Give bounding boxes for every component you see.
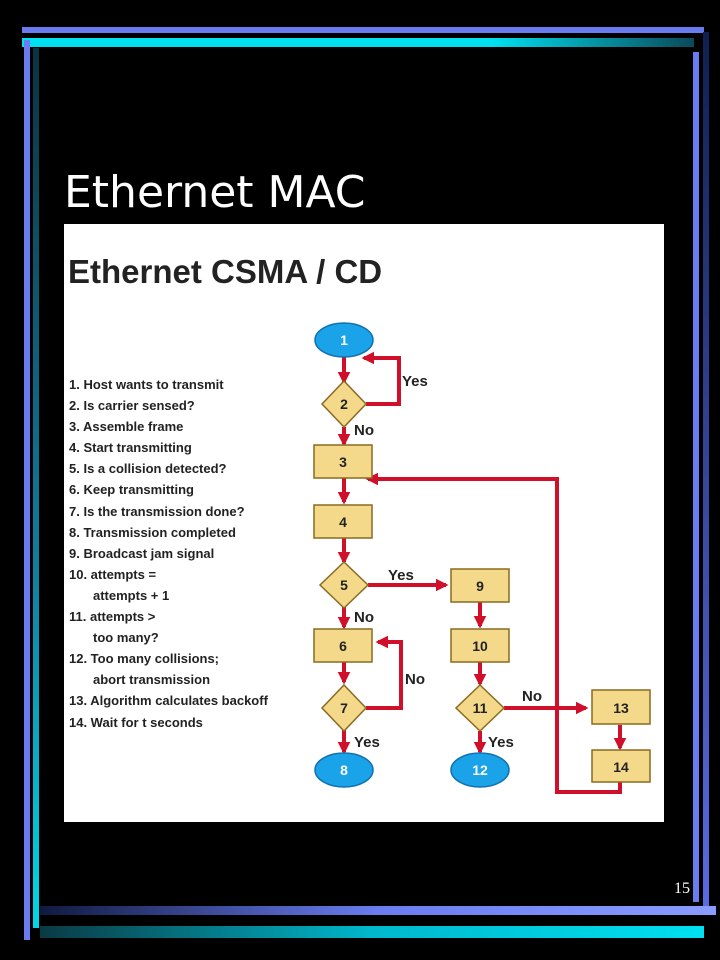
node-7: 7 bbox=[320, 683, 368, 733]
node-8: 8 bbox=[314, 752, 374, 788]
step-item: 6. Keep transmitting bbox=[69, 482, 194, 498]
left-accent-bar bbox=[33, 48, 39, 928]
step-item: 11. attempts >too many? bbox=[69, 609, 159, 646]
label-no-5: No bbox=[354, 609, 374, 626]
svg-text:12: 12 bbox=[472, 762, 488, 778]
top-frame-bar bbox=[22, 27, 704, 33]
step-item: 7. Is the transmission done? bbox=[69, 503, 245, 519]
node-4: 4 bbox=[313, 504, 373, 539]
left-frame-bar bbox=[24, 40, 30, 940]
svg-text:6: 6 bbox=[339, 638, 347, 654]
node-3: 3 bbox=[313, 444, 373, 479]
label-yes-2: Yes bbox=[402, 373, 428, 390]
step-item: 4. Start transmitting bbox=[69, 440, 192, 456]
slide-title: Ethernet MAC bbox=[64, 167, 366, 218]
svg-text:4: 4 bbox=[339, 514, 347, 530]
step-item: 1. Host wants to transmit bbox=[69, 377, 224, 392]
svg-text:3: 3 bbox=[339, 454, 347, 470]
bottom-frame-bar bbox=[40, 906, 716, 915]
label-yes-5: Yes bbox=[388, 567, 414, 584]
step-item: 3. Assemble frame bbox=[69, 419, 184, 435]
node-5: 5 bbox=[318, 560, 370, 610]
node-14: 14 bbox=[591, 749, 651, 783]
step-list: 1. Host wants to transmit 2. Is carrier … bbox=[69, 374, 268, 733]
node-2: 2 bbox=[320, 379, 368, 429]
step-item: 5. Is a collision detected? bbox=[69, 461, 227, 477]
label-yes-11: Yes bbox=[488, 734, 514, 751]
node-1: 1 bbox=[314, 322, 374, 358]
svg-text:7: 7 bbox=[340, 700, 348, 716]
svg-text:10: 10 bbox=[472, 638, 488, 654]
label-no-11: No bbox=[522, 688, 542, 705]
step-item: 9. Broadcast jam signal bbox=[69, 545, 215, 561]
right-frame-bar bbox=[693, 52, 699, 902]
flowchart: 1 8 12 2 5 7 11 3 bbox=[313, 322, 651, 794]
step-item: 8. Transmission completed bbox=[69, 524, 236, 540]
step-item: 13. Algorithm calculates backoff bbox=[69, 693, 268, 709]
node-11: 11 bbox=[454, 683, 506, 733]
node-10: 10 bbox=[450, 628, 510, 663]
arrow-7-no-loop bbox=[366, 635, 403, 710]
csma-cd-figure: Ethernet CSMA / CD 1. Host wants to tran… bbox=[64, 224, 664, 822]
label-yes-7: Yes bbox=[354, 734, 380, 751]
top-accent-bar bbox=[22, 38, 694, 47]
svg-text:2: 2 bbox=[340, 396, 348, 412]
step-item: 14. Wait for t seconds bbox=[69, 714, 203, 730]
node-6: 6 bbox=[313, 628, 373, 663]
label-no-2: No bbox=[354, 422, 374, 439]
node-9: 9 bbox=[450, 568, 510, 603]
bottom-accent-bar bbox=[40, 926, 704, 938]
node-12: 12 bbox=[450, 752, 510, 788]
figure-title: Ethernet CSMA / CD bbox=[68, 253, 383, 290]
page-number: 15 bbox=[674, 880, 690, 897]
step-item: 12. Too many collisions;abort transmissi… bbox=[69, 651, 220, 688]
node-13: 13 bbox=[591, 689, 651, 725]
svg-text:11: 11 bbox=[473, 700, 488, 716]
right-accent-bar bbox=[703, 32, 709, 912]
label-no-7: No bbox=[405, 671, 425, 688]
flow-arrows bbox=[337, 351, 627, 794]
arrow-14-to-3 bbox=[365, 472, 622, 794]
svg-text:13: 13 bbox=[613, 700, 629, 716]
svg-text:8: 8 bbox=[340, 762, 348, 778]
svg-text:1: 1 bbox=[340, 332, 348, 348]
svg-text:14: 14 bbox=[613, 759, 629, 775]
svg-text:5: 5 bbox=[340, 577, 348, 593]
step-item: 2. Is carrier sensed? bbox=[69, 398, 195, 414]
step-item: 10. attempts =attempts + 1 bbox=[69, 566, 170, 603]
svg-text:9: 9 bbox=[476, 578, 484, 594]
arrow-2-yes-loop bbox=[361, 351, 401, 406]
